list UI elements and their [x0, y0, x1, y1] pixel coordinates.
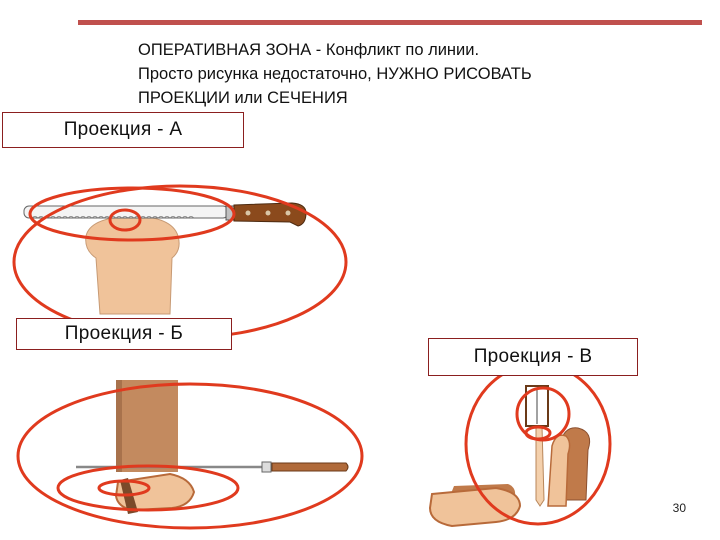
- title-accent-bar: [78, 20, 702, 25]
- heading-line-2: Просто рисунка недостаточно, НУЖНО РИСОВ…: [138, 65, 532, 83]
- heading-line-1: ОПЕРАТИВНАЯ ЗОНА - Конфликт по линии.: [138, 41, 480, 59]
- zone-ellipse-b-medium: [56, 464, 240, 512]
- handle-rivet-a-3: [285, 210, 291, 216]
- slide-number: 30: [672, 501, 686, 515]
- bread-slice-v-front: [428, 486, 522, 528]
- zone-ellipse-b-large: [16, 382, 364, 530]
- bread-loaf-v-face: [547, 434, 571, 507]
- zone-ellipse-v-small: [524, 425, 552, 441]
- bread-loaf-b-edge: [116, 380, 122, 472]
- knife-handle-b: [271, 462, 349, 472]
- view-a-illustration: [12, 184, 348, 340]
- bread-loaf-a: [85, 215, 180, 315]
- zone-ellipse-a-small: [108, 208, 142, 232]
- slide-heading: ОПЕРАТИВНАЯ ЗОНА - Конфликт по линии. Пр…: [138, 38, 698, 110]
- handle-rivet-a-1: [245, 210, 251, 216]
- zone-ellipse-b-small: [97, 479, 151, 497]
- handle-rivet-a-2: [265, 210, 271, 216]
- view-b-illustration: [16, 380, 364, 530]
- view-v-label: Проекция - В: [428, 338, 638, 376]
- view-a-label: Проекция - А: [2, 112, 244, 148]
- heading-line-3: ПРОЕКЦИИ или СЕЧЕНИЯ: [138, 89, 348, 107]
- view-v-illustration: [428, 362, 612, 528]
- knife-bolster-b: [261, 461, 272, 473]
- knife-serration-a: [31, 216, 195, 219]
- zone-ellipse-a-medium: [28, 186, 236, 242]
- view-b-label: Проекция - Б: [16, 318, 232, 350]
- bread-loaf-b: [116, 380, 178, 472]
